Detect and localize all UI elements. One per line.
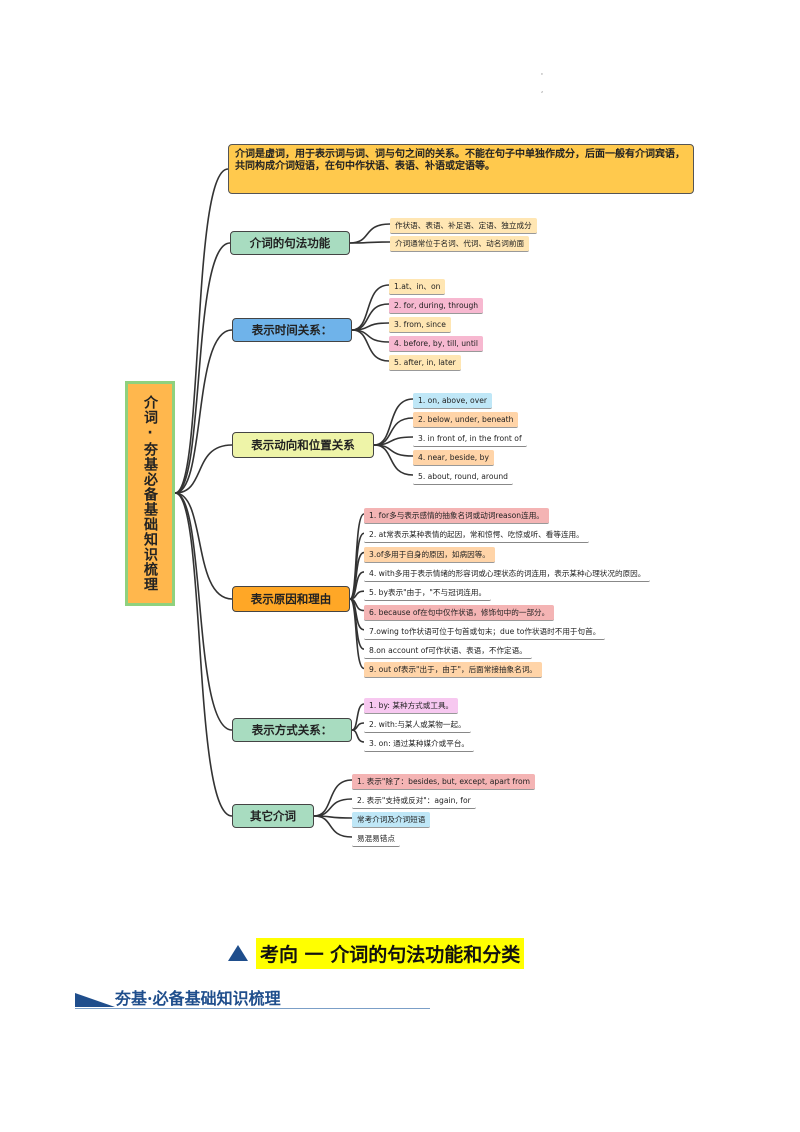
leaf-item: 1. by: 某种方式或工具。 xyxy=(364,698,459,714)
leaf-item: 2. at常表示某种表情的起因，常和惊愕、吃惊或听、看等连用。 xyxy=(364,527,589,544)
branch-node: 介词的句法功能 xyxy=(230,231,350,255)
root-connector xyxy=(174,492,233,817)
leaf-item: 作状语、表语、补足语、定语、独立成分 xyxy=(390,218,537,234)
leaf-item: 4. before, by, till, until xyxy=(389,336,484,352)
branch-connector xyxy=(349,223,391,244)
branch-node: 其它介词 xyxy=(232,804,314,828)
leaf-item: 5. about, round, around xyxy=(413,469,513,485)
root-label: 介词·夯基必备基础知识梳理 xyxy=(142,395,158,592)
leaf-item: 5. by表示"由于，"不与冠词连用。 xyxy=(364,585,492,602)
root-connector xyxy=(174,168,229,494)
branch-node: 表示动向和位置关系 xyxy=(232,432,374,458)
branch-node: 表示方式关系： xyxy=(232,718,352,742)
section-heading-text: 考向 一 介词的句法功能和分类 xyxy=(256,937,525,969)
root-node: 介词·夯基必备基础知识梳理 xyxy=(125,381,175,606)
leaf-item: 2. with:与某人或某物一起。 xyxy=(364,717,471,733)
leaf-item: 常考介词及介词短语 xyxy=(352,812,431,828)
branch-connector xyxy=(313,779,353,817)
scan-dot: ' xyxy=(541,72,543,80)
leaf-item: 2. below, under, beneath xyxy=(413,412,519,428)
branch-connector xyxy=(313,815,353,838)
leaf-item: 3. from, since xyxy=(389,317,451,333)
leaf-item: 1. on, above, over xyxy=(413,393,492,409)
leaf-item: 6. because of在句中仅作状语，修饰句中的一部分。 xyxy=(364,604,555,621)
banner-underline xyxy=(75,1008,430,1009)
triangle-icon xyxy=(228,945,248,961)
branch-connector xyxy=(373,398,414,446)
leaf-item: 2. 表示"支持或反对"：again, for xyxy=(352,793,476,809)
scan-dot: , xyxy=(541,86,544,94)
leaf-item: 3. in front of, in the front of xyxy=(413,431,527,447)
branch-connector xyxy=(351,322,390,331)
leaf-item: 1. 表示"除了：besides, but, except, apart fro… xyxy=(352,774,536,790)
branch-connector xyxy=(351,729,365,743)
leaf-item: 1.at、in、on xyxy=(389,279,446,295)
branch-connector xyxy=(373,417,414,446)
leaf-item: 介词通常位于名词、代词、动名词前面 xyxy=(390,236,530,252)
subsection-banner-text: 夯基·必备基础知识梳理 xyxy=(115,989,281,1008)
leaf-item: 3.of多用于自身的原因，如病因等。 xyxy=(364,546,495,563)
leaf-item: 9. out of表示"出于，由于"，后面常接抽象名词。 xyxy=(364,662,542,679)
section-heading: 考向 一 介词的句法功能和分类 xyxy=(228,937,525,969)
branch-connector xyxy=(351,722,365,731)
leaf-item: 3. on: 通过某种媒介或平台。 xyxy=(364,736,475,752)
mindmap-connectors xyxy=(174,168,414,838)
leaf-item: 4. with多用于表示情绪的形容词或心理状态的词连用，表示某种心理状况的原因。 xyxy=(364,566,651,582)
leaf-item: 5. after, in, later xyxy=(389,355,461,371)
branch-connector xyxy=(349,598,365,670)
root-connector xyxy=(174,492,233,731)
definition-box: 介词是虚词，用于表示词与词、词与句之间的关系。不能在句子中单独作成分，后面一般有… xyxy=(228,144,694,194)
leaf-item: 1. for多与表示感情的抽象名词或动词reason连用。 xyxy=(364,508,549,524)
root-connector xyxy=(174,492,233,600)
branch-connector xyxy=(373,444,414,476)
banner-ribbon-icon xyxy=(75,993,115,1007)
leaf-item: 易混易错点 xyxy=(352,831,400,847)
root-connector xyxy=(174,444,233,494)
leaf-item: 8.on account of可作状语、表语，不作定语。 xyxy=(364,643,532,660)
branch-node: 表示原因和理由 xyxy=(232,586,350,612)
branch-node: 表示时间关系： xyxy=(232,318,352,342)
subsection-banner: 夯基·必备基础知识梳理 xyxy=(75,985,430,1009)
leaf-item: 2. for, during, through xyxy=(389,298,484,314)
leaf-item: 7.owing to作状语可位于句首或句末；due to作状语时不用于句首。 xyxy=(364,624,606,640)
branch-connector xyxy=(313,798,353,817)
branch-connector xyxy=(349,241,391,244)
root-connector xyxy=(174,242,231,494)
branch-connector xyxy=(351,329,390,362)
root-connector xyxy=(174,329,233,494)
leaf-item: 4. near, beside, by xyxy=(413,450,494,466)
